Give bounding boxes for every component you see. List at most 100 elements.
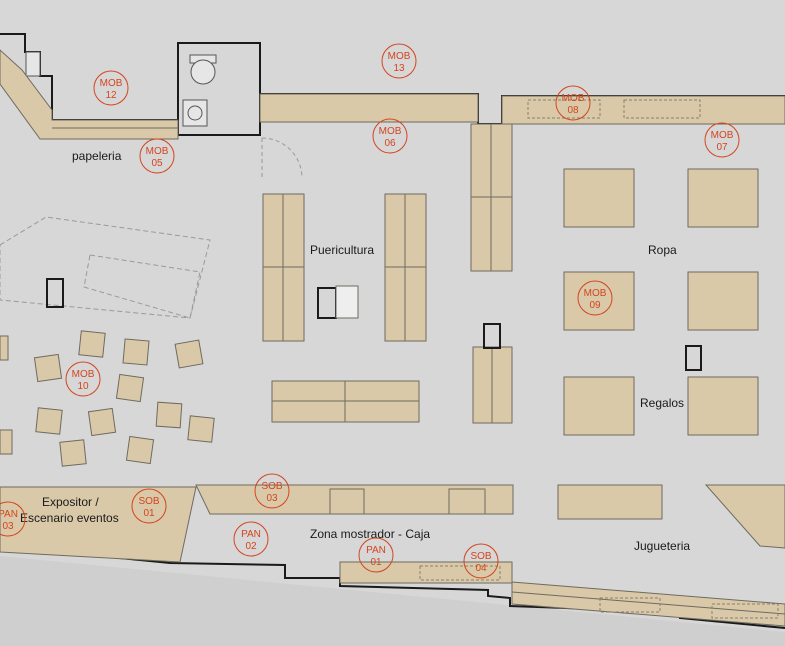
tag-code: MOB <box>72 369 95 380</box>
shelf-north-mid <box>259 93 479 123</box>
zone-label-puericultura: Puericultura <box>310 243 374 257</box>
tag-code: MOB <box>388 51 411 62</box>
tag-circle <box>254 473 290 509</box>
seat <box>33 353 63 383</box>
zone-label-papeleria: papeleria <box>72 149 122 163</box>
toilet-icon <box>190 59 216 85</box>
tag-circle <box>131 488 167 524</box>
seat <box>0 429 13 455</box>
tag-number: 03 <box>2 521 14 532</box>
tag-code: SOB <box>470 551 491 562</box>
shelf-south-juguetes <box>511 581 785 627</box>
regalos-table-1 <box>563 376 635 436</box>
display-stand-east <box>685 345 702 371</box>
seat <box>35 407 63 435</box>
tag-number: 06 <box>384 138 396 149</box>
tag-number: 01 <box>143 508 155 519</box>
stage-outlines <box>0 216 211 319</box>
seat <box>187 415 215 443</box>
tag-circle <box>65 361 101 397</box>
door-swing <box>261 137 303 179</box>
seat <box>0 335 9 361</box>
tag-circle <box>139 138 175 174</box>
tag-circle <box>704 122 740 158</box>
tag-number: 12 <box>105 90 117 101</box>
ropa-table-4 <box>687 271 759 331</box>
seat <box>59 439 87 467</box>
tag-number: 08 <box>567 105 579 116</box>
tag-code: SOB <box>138 496 159 507</box>
shelf-east-corner <box>704 484 785 549</box>
tag-circle <box>93 70 129 106</box>
furniture-tags: MOB12MOB13MOB05MOB06MOB08MOB07MOB09MOB10… <box>0 43 740 579</box>
exterior-area <box>0 556 785 646</box>
zone-labels: papeleria Puericultura Ropa Regalos Expo… <box>20 149 690 553</box>
tag-code: SOB <box>261 481 282 492</box>
tag-code: MOB <box>100 78 123 89</box>
zone-label-regalos: Regalos <box>640 396 684 410</box>
tag-number: 01 <box>370 557 382 568</box>
shelf-north-east <box>501 95 785 125</box>
zone-label-jugueteria: Jugueteria <box>634 539 690 553</box>
wc-block <box>177 42 261 136</box>
sink-basin <box>187 105 203 121</box>
zone-label-ropa: Ropa <box>648 243 677 257</box>
display-stands <box>46 278 702 371</box>
zone-label-expositor-line2: Escenario eventos <box>20 511 119 525</box>
tag-circle <box>577 280 613 316</box>
zone-label-expositor-line1: Expositor / <box>42 495 99 509</box>
shelf-nw-diagonal <box>0 49 179 140</box>
tag-circle <box>555 85 591 121</box>
tag-number: 05 <box>151 158 163 169</box>
seat <box>174 339 204 369</box>
tag-number: 09 <box>589 300 601 311</box>
island-dividers <box>263 124 512 423</box>
tag-code: PAN <box>366 545 386 556</box>
stage-outline-inner <box>83 254 201 319</box>
shelf-juguetes-island <box>557 484 663 520</box>
tag-number: 03 <box>266 493 278 504</box>
wc-fixtures <box>25 51 217 127</box>
tag-number: 13 <box>393 63 405 74</box>
ropa-table-2 <box>687 168 759 228</box>
tag-circle <box>381 43 417 79</box>
tag-number: 07 <box>716 142 728 153</box>
tag-number: 04 <box>475 563 487 574</box>
regalos-table-2 <box>687 376 759 436</box>
seat <box>78 330 106 358</box>
wc-wall-unit <box>25 51 41 77</box>
seat <box>125 435 155 465</box>
tag-code: MOB <box>146 146 169 157</box>
tag-number: 10 <box>77 381 89 392</box>
shelf-divisions <box>52 127 785 615</box>
tag-code: MOB <box>711 130 734 141</box>
tag-code: PAN <box>0 509 18 520</box>
tag-code: MOB <box>379 126 402 137</box>
display-stand-puericultura-back <box>335 285 359 319</box>
seat <box>155 401 183 429</box>
zone-label-mostrador: Zona mostrador - Caja <box>310 527 430 541</box>
tag-circle <box>463 543 499 579</box>
tag-circle <box>358 537 394 573</box>
tag-circle <box>233 521 269 557</box>
shelf-south-mostrador <box>195 484 514 515</box>
display-stand-center <box>483 323 501 349</box>
tag-number: 02 <box>245 541 257 552</box>
perimeter-shelving <box>0 49 785 627</box>
tag-code: PAN <box>241 529 261 540</box>
shelf-dashed-units <box>419 99 779 619</box>
shelf-south-expositor <box>0 486 197 563</box>
seat <box>115 373 145 403</box>
